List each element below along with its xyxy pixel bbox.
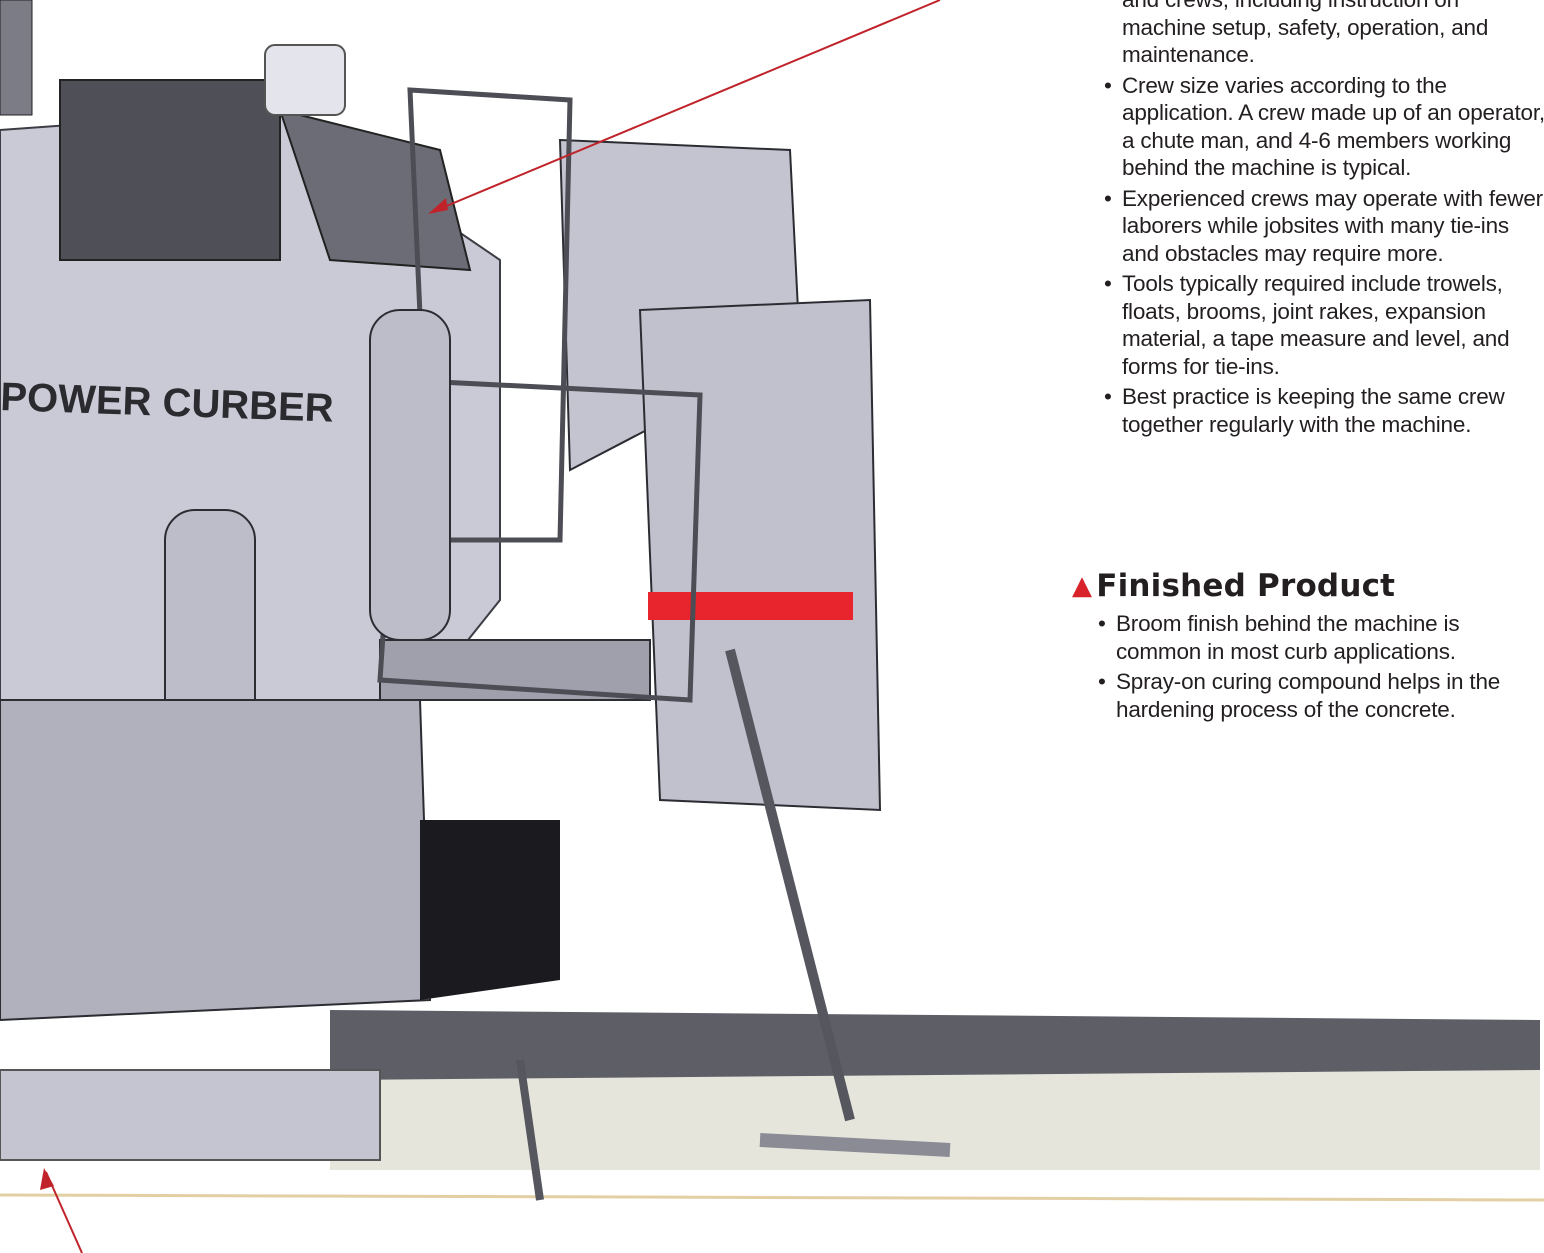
- finished-product-list: • Broom finish behind the machine is comm…: [1090, 610, 1540, 726]
- crew-item-3: Tools typically required include trowels…: [1122, 271, 1510, 379]
- track-drive: [420, 820, 560, 1000]
- list-item: • Experienced crews may operate with fewe…: [1096, 185, 1544, 268]
- bullet-icon: •: [1104, 271, 1112, 296]
- lower-frame: [0, 699, 432, 1022]
- console-red-stripe: [648, 592, 853, 620]
- bullet-icon: •: [1104, 185, 1112, 211]
- list-item: and crews, including instruction on mach…: [1096, 0, 1544, 69]
- console-front: [638, 298, 882, 812]
- concrete-slab-top: [330, 1010, 1540, 1080]
- list-item: • Best practice is keeping the same crew …: [1096, 383, 1544, 438]
- bullet-icon: •: [1104, 72, 1112, 98]
- exhaust: [0, 0, 33, 116]
- bullet-icon: •: [1104, 384, 1112, 409]
- finish-item-1: Spray-on curing compound helps in the ha…: [1116, 669, 1501, 722]
- bullet-icon: •: [1098, 611, 1106, 636]
- curb-form: [0, 1069, 381, 1161]
- finished-product-title: Finished Product: [1096, 568, 1396, 604]
- list-item: • Spray-on curing compound helps in the h…: [1090, 668, 1540, 723]
- arrowhead-curb-form: [40, 1168, 54, 1190]
- list-item: • Tools typically required include trowel…: [1096, 270, 1544, 380]
- triangle-icon: ▲: [1072, 571, 1093, 601]
- sensor-leg: [516, 1059, 544, 1201]
- crew-list: and crews, including instruction on mach…: [1096, 0, 1544, 441]
- crew-item-4: Best practice is keeping the same crew t…: [1122, 384, 1505, 437]
- stringline: [0, 1193, 1544, 1202]
- cylinder-center: [369, 309, 451, 641]
- arrowhead-control-panel: [428, 198, 448, 214]
- control-panel: [278, 108, 472, 272]
- list-item: • Crew size varies according to the appli…: [1096, 72, 1544, 182]
- bullet-icon: •: [1098, 669, 1106, 694]
- list-item: • Broom finish behind the machine is comm…: [1090, 610, 1540, 665]
- crew-item-0: and crews, including instruction on mach…: [1122, 0, 1489, 67]
- crew-item-2: Experienced crews may operate with fewer…: [1122, 185, 1543, 266]
- callout-arrow-control-panel: [431, 0, 941, 213]
- tank: [264, 44, 346, 116]
- concrete-slab-face: [330, 1070, 1540, 1170]
- hopper-lid: [59, 79, 281, 261]
- finish-item-0: Broom finish behind the machine is commo…: [1116, 611, 1460, 664]
- sensor-arm: [725, 648, 855, 1122]
- crew-item-1: Crew size varies according to the applic…: [1122, 72, 1544, 181]
- sensor-bar: [759, 1133, 951, 1157]
- section-title: ▲Finished Product: [1072, 568, 1395, 604]
